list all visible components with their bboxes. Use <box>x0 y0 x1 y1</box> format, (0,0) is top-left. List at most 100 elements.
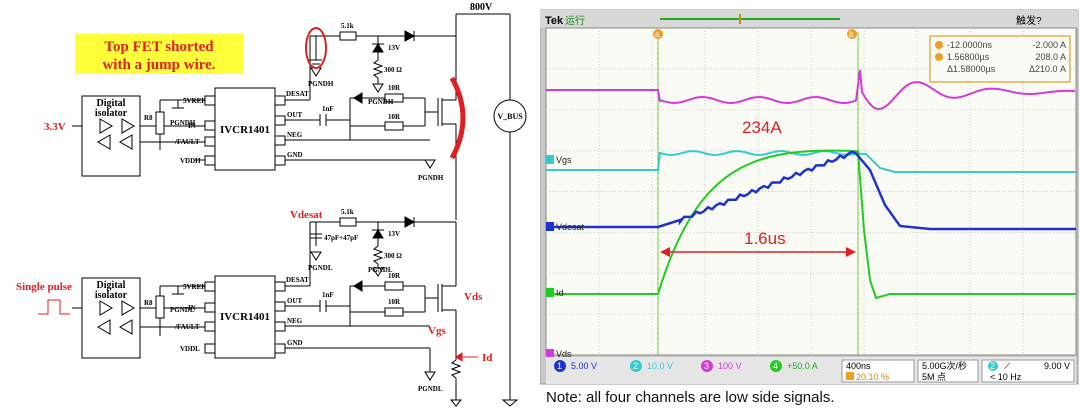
callout-line-2: with a jump wire. <box>102 57 215 73</box>
pin-gnd-bottom: GND <box>287 339 303 347</box>
ch3-scale: 100 V <box>718 361 742 371</box>
oscilloscope-capture: Tek 运行 触发? a b -12.0000ns -2.000 A 1.568… <box>540 9 1079 385</box>
vdesat-label: Vdesat <box>290 209 323 221</box>
pin-gnd-top: GND <box>287 151 303 159</box>
ch2-scale: 10.0 V <box>647 361 673 371</box>
pgnd-bottom-3: PGNDL <box>368 266 393 274</box>
marker-vds: Vds <box>556 349 572 359</box>
annotation-pulse-width: 1.6us <box>744 229 786 248</box>
cap-1nf-bottom: 1nF <box>322 291 334 299</box>
acquisition-box[interactable] <box>917 359 979 383</box>
trace-ch3-vds <box>546 69 1076 111</box>
ch1-number: 1 <box>557 361 562 371</box>
readout-a-time: -12.0000ns <box>947 40 993 50</box>
ch1-setting[interactable]: 1 5.00 V <box>554 360 597 372</box>
pin-out-top: OUT <box>287 111 303 119</box>
pin-in-top: IN <box>188 122 196 130</box>
trigger-channel: 2 <box>990 361 995 371</box>
pgnd-top-1: PGNDH <box>170 119 196 127</box>
vgs-label: Vgs <box>428 325 446 337</box>
ch2-setting[interactable]: 2 10.0 V <box>630 360 673 372</box>
trigger-box[interactable] <box>981 359 1075 383</box>
pgnd-bottom-1: PGNDL <box>170 306 195 314</box>
r10-bottom-b: 10R <box>388 298 401 306</box>
marker-id: Id <box>556 288 564 298</box>
pin-in-bottom: IN <box>188 304 196 312</box>
isolator-top-line1: Digital <box>97 98 126 109</box>
callout-box <box>75 34 243 74</box>
pgnd-top-2: PGNDH <box>308 80 334 88</box>
driver-ic-top <box>214 87 276 171</box>
readout-b-value: 208.0 A <box>1035 52 1066 62</box>
single-pulse-label: Single pulse <box>16 281 72 293</box>
readout-delta-value: Δ210.0 A <box>1029 64 1066 74</box>
annotation-peak-current: 234A <box>742 118 782 137</box>
trigger-slope-icon: ⟋ <box>1004 361 1011 371</box>
vds-label: Vds <box>464 291 483 303</box>
cursor-readout <box>929 35 1071 83</box>
zener-bottom: 13V <box>388 230 400 238</box>
isolator-top-line2: isolator <box>95 108 128 119</box>
driver-bottom-label: IVCR1401 <box>220 311 270 323</box>
driver-ic-bottom <box>214 275 276 359</box>
ch3-number: 3 <box>704 361 709 371</box>
ch4-scale: +50.0 A <box>787 361 818 371</box>
callout-line-1: Top FET shorted <box>104 39 214 55</box>
r8-top: R8 <box>144 114 153 122</box>
pin-out-bottom: OUT <box>287 297 303 305</box>
sample-rate: 5.00G次/秒 <box>922 360 967 371</box>
pin-vdd-bottom: VDDL <box>180 345 200 353</box>
id-label: Id <box>482 352 492 364</box>
pin-fault-top: /FAULT <box>174 138 200 146</box>
record-length: 5M 点 <box>922 372 946 382</box>
trigger-level: 9.00 V <box>1044 361 1070 371</box>
cursor-b-marker: b <box>849 30 854 39</box>
timebase-box[interactable] <box>841 359 915 383</box>
isolator-bottom <box>81 277 141 359</box>
r10-top-b: 10R <box>388 113 401 121</box>
r10-bottom-a: 10R <box>388 272 401 280</box>
pgnd-bottom-2: PGNDL <box>308 264 333 272</box>
r300-bottom: 300 Ω <box>384 252 402 260</box>
pin-vdd-top: VDDH <box>180 157 201 165</box>
readout-b-time: 1.56800µs <box>947 52 990 62</box>
vbus-rail-label: 800V <box>470 2 493 13</box>
pin-desat-bottom: DESAT <box>286 276 309 284</box>
marker-vgs: Vgs <box>556 155 572 165</box>
trigger-frequency: < 10 Hz <box>990 372 1022 382</box>
ch4-setting[interactable]: 4 +50.0 A <box>770 360 818 372</box>
cap-1nf-top: 1nF <box>322 105 334 113</box>
timebase-value: 400ns <box>846 361 871 371</box>
trigger-position: 20.10 % <box>856 372 889 382</box>
ch4-number: 4 <box>773 361 778 371</box>
gate-driver-schematic: Top FET shorted with a jump wire. 3.3V S… <box>16 2 527 407</box>
r10-top-a: 10R <box>388 84 401 92</box>
scope-run-state: 运行 <box>565 14 585 27</box>
cursor-a-marker: a <box>655 30 660 39</box>
scope-brand: Tek <box>545 15 564 27</box>
readout-delta-time: Δ1.58000µs <box>947 64 996 74</box>
scope-trig-state: 触发? <box>1016 14 1042 27</box>
pin-5vref-top: 5VREF <box>183 97 206 105</box>
r8-bottom: R8 <box>144 299 153 307</box>
caption-note: Note: all four channels are low side sig… <box>546 389 835 406</box>
trace-ch2-vgs <box>546 149 1076 173</box>
trace-ch1-vdesat <box>546 150 1076 231</box>
ch2-number: 2 <box>633 361 638 371</box>
r51k-bottom: 5.1k <box>341 208 354 216</box>
isolator-bottom-line1: Digital <box>97 280 126 291</box>
r51k-top: 5.1k <box>341 22 354 30</box>
ch3-setting[interactable]: 3 100 V <box>701 360 742 372</box>
pin-fault-bottom: /FAULT <box>174 323 200 331</box>
ch1-scale: 5.00 V <box>571 361 597 371</box>
r300-top: 300 Ω <box>384 66 402 74</box>
pgnd-top-4: PGNDH <box>418 174 444 182</box>
pgnd-top-3: PGNDH <box>368 98 394 106</box>
marker-vdesat: Vdesat <box>556 222 585 232</box>
isolator-bottom-line2: isolator <box>95 290 128 301</box>
readout-a-value: -2.000 A <box>1032 40 1066 50</box>
pgnd-bottom-4: PGNDL <box>418 385 443 393</box>
zener-top: 13V <box>388 44 400 52</box>
pin-neg-top: NEG <box>287 131 303 139</box>
cap-47pf: 47pF+47pF <box>324 234 358 242</box>
